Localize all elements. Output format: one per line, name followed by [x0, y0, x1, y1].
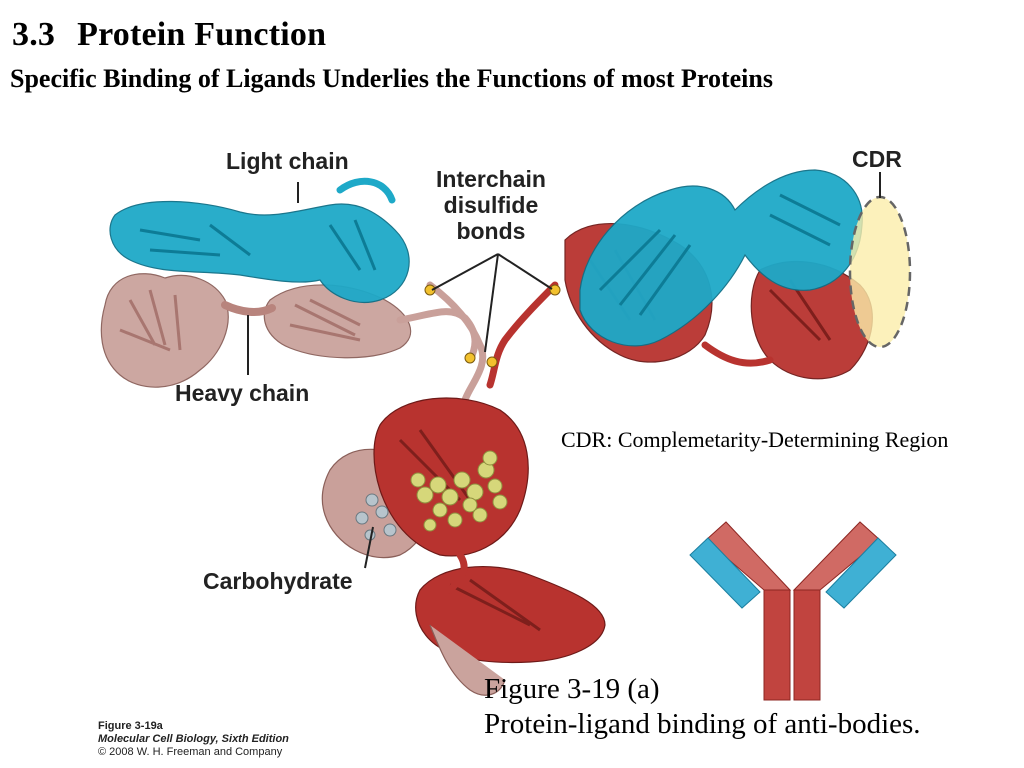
interchain-line-3: bonds: [456, 218, 526, 244]
cdr-label: CDR: [852, 146, 902, 172]
cdr-highlight: [848, 195, 912, 349]
fc-region: [321, 397, 606, 696]
slide-subtitle: Specific Binding of Ligands Underlies th…: [10, 64, 773, 93]
carbohydrate-label: Carbohydrate: [203, 568, 353, 594]
credit-line-2: Molecular Cell Biology, Sixth Edition: [98, 733, 289, 745]
light-chain-label: Light chain: [226, 148, 349, 174]
interchain-line-2: disulfide: [443, 192, 539, 218]
slide-title: 3.3 Protein Function: [12, 16, 326, 54]
left-fab-light-chain: [109, 177, 410, 304]
carbohydrate-cluster: [410, 450, 508, 532]
hinge-region: [424, 281, 561, 404]
section-number: 3.3: [12, 16, 56, 53]
left-fab-heavy-chain: [100, 273, 479, 388]
interchain-disulfide-label: Interchain disulfide bonds: [436, 166, 546, 244]
leader-lines: [247, 172, 881, 569]
carbohydrate-grey: [355, 493, 397, 541]
heavy-chain-label: Heavy chain: [175, 380, 310, 406]
caption-line-2: Protein-ligand binding of anti-bodies.: [484, 708, 921, 740]
caption-line-1: Figure 3-19 (a): [484, 673, 660, 705]
figure-credit: Figure 3-19a Molecular Cell Biology, Six…: [98, 720, 289, 759]
cdr-definition-note: CDR: Complemetarity-Determining Region: [561, 427, 949, 452]
figure-caption: Figure 3-19 (a) Protein-ligand binding o…: [484, 672, 921, 742]
credit-line-1: Figure 3-19a: [98, 720, 163, 732]
antibody-y-icon: [689, 521, 897, 701]
interchain-line-1: Interchain: [436, 166, 546, 192]
credit-line-3: © 2008 W. H. Freeman and Company: [98, 746, 283, 758]
section-title: Protein Function: [77, 16, 327, 53]
